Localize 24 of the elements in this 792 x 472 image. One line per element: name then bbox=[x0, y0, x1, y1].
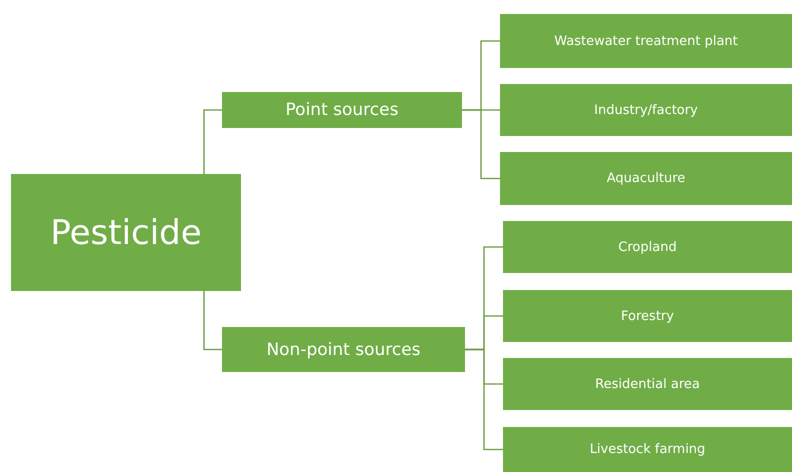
connector-line bbox=[465, 348, 503, 450]
category-box bbox=[503, 290, 792, 342]
node-label: Residential area bbox=[595, 376, 700, 392]
node-label: Forestry bbox=[621, 308, 674, 324]
category-box bbox=[503, 427, 792, 472]
category-box bbox=[222, 327, 465, 372]
connector-line bbox=[203, 109, 222, 174]
category-box bbox=[500, 14, 792, 68]
category-box bbox=[222, 92, 462, 128]
category-box bbox=[503, 358, 792, 410]
node-label: Pesticide bbox=[50, 212, 202, 252]
node-label: Aquaculture bbox=[606, 171, 686, 186]
node-label: Wastewater treatment plant bbox=[554, 34, 738, 48]
node-label: Industry/factory bbox=[594, 102, 698, 118]
category-box bbox=[500, 152, 792, 205]
node-label: Cropland bbox=[618, 240, 677, 254]
connector-line bbox=[462, 109, 500, 180]
category-box bbox=[500, 84, 792, 136]
root-box bbox=[11, 174, 241, 291]
connector-line bbox=[203, 291, 222, 350]
category-box bbox=[503, 221, 792, 273]
node-label: Point sources bbox=[286, 100, 398, 120]
node-label: Livestock farming bbox=[590, 442, 706, 457]
node-label: Non-point sources bbox=[266, 340, 421, 360]
